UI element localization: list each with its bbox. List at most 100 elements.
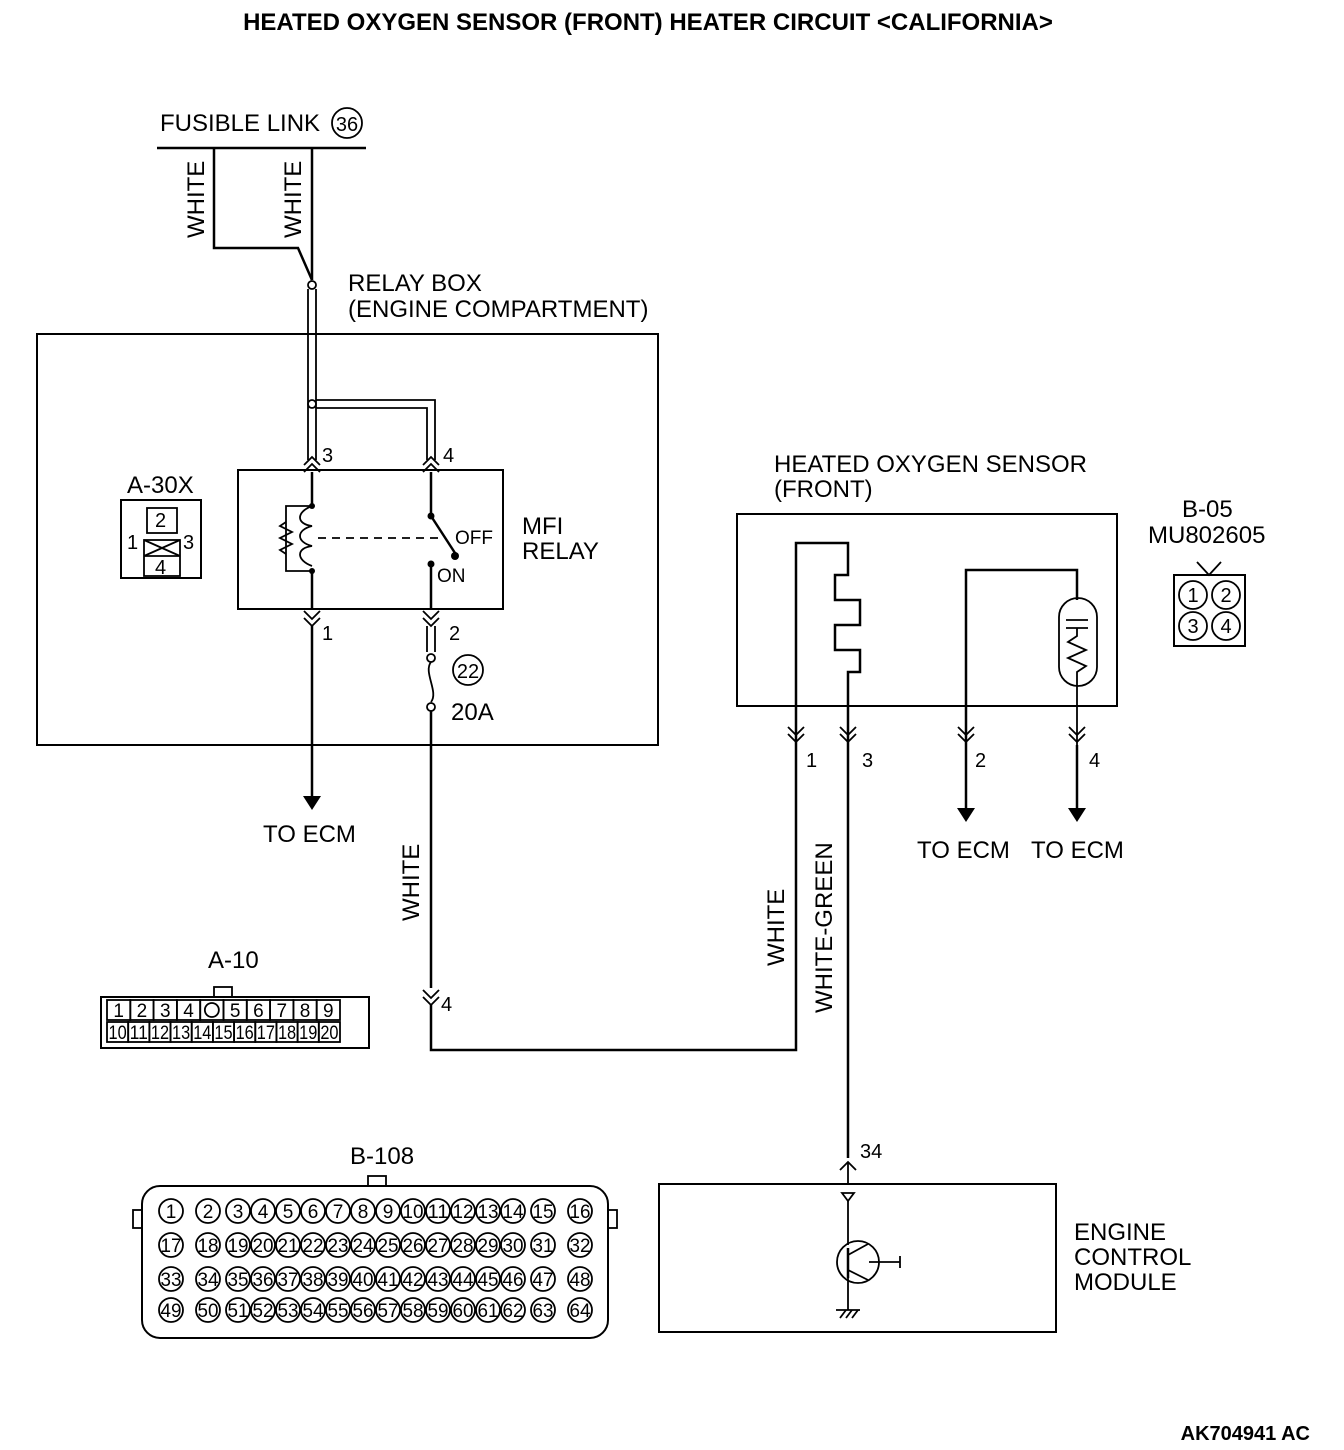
b108-pin-circle [450, 1232, 476, 1258]
b108-pin-label: 35 [228, 1270, 249, 1291]
arrow-to-ecm-left [303, 796, 321, 810]
b108-pin-label: 47 [533, 1270, 554, 1291]
b108-pin-circle [325, 1297, 351, 1323]
a10-pin-label: 11 [130, 1023, 148, 1044]
a10-pin-cell [317, 1021, 341, 1043]
a10-pin-label: 18 [278, 1023, 296, 1044]
diagram-title: HEATED OXYGEN SENSOR (FRONT) HEATER CIRC… [243, 9, 1053, 36]
relay-box-label-2: (ENGINE COMPARTMENT) [348, 296, 648, 323]
b108-pin-label: 54 [303, 1301, 324, 1322]
b108-pin-circle [375, 1198, 401, 1224]
b05-pin-circle-4 [1211, 611, 1241, 641]
b108-pin-circle [450, 1266, 476, 1292]
a30x-pin-1: 1 [127, 532, 138, 554]
b108-pin-label: 17 [161, 1236, 182, 1257]
a10-pin-label: 9 [323, 1001, 334, 1022]
sensor-element-resistor [1065, 628, 1089, 745]
coil-resistor-loop [285, 505, 312, 572]
wire-label-white-4: WHITE [763, 889, 790, 966]
sensor-pin1-mark [787, 726, 805, 744]
a10-pin-label: 15 [214, 1023, 232, 1044]
b108-pin-circle [225, 1297, 251, 1323]
b108-pin-circle [400, 1297, 426, 1323]
a30x-cross [143, 539, 181, 557]
relay-feed-double-wire [307, 289, 317, 460]
a30x-label: A-30X [127, 472, 194, 499]
a10-pin-cell [315, 999, 341, 1021]
switch-off-label: OFF [455, 528, 493, 549]
b108-pin-label: 42 [403, 1270, 424, 1291]
ecm-label-1: ENGINE [1074, 1219, 1166, 1246]
arrow-to-ecm-pin2 [957, 808, 975, 822]
a10-pin-label: 17 [257, 1023, 275, 1044]
b108-label: B-108 [350, 1143, 414, 1170]
b108-pin-label: 64 [570, 1301, 591, 1322]
fuse-terminal-top [426, 653, 436, 663]
fusible-link-number-circle [331, 107, 363, 139]
b05-pin-circle-2 [1211, 580, 1241, 610]
relay-feed-branch [316, 399, 436, 460]
figure-id: AK704941 AC [1181, 1423, 1310, 1445]
wire-label-white-1: WHITE [183, 161, 210, 238]
sensor-pin-3: 3 [862, 750, 873, 772]
sensor-pin2-mark [957, 726, 975, 744]
b108-pin-circle [567, 1297, 593, 1323]
b108-pin-circle [350, 1297, 376, 1323]
b108-pin-label: 25 [378, 1236, 399, 1257]
a10-pin-label: 14 [193, 1023, 212, 1044]
b108-pin-label: 6 [308, 1202, 319, 1223]
b108-pin-label: 7 [333, 1202, 344, 1223]
a10-pin-label: 8 [300, 1001, 311, 1022]
b108-pin-label: 53 [278, 1301, 299, 1322]
b05-connector [1173, 574, 1246, 647]
b108-pin-circle [225, 1198, 251, 1224]
b108-pin-label: 29 [478, 1236, 499, 1257]
b05-latch [1196, 561, 1222, 577]
relay-box [36, 333, 659, 746]
a10-pin-label: 3 [160, 1001, 171, 1022]
b108-pin-label: 31 [533, 1236, 554, 1257]
wire-label-white-2: WHITE [280, 161, 307, 238]
b108-pin-circle [275, 1198, 301, 1224]
pin2-connector-mark [422, 610, 440, 628]
a10-pin-label: 1 [113, 1001, 124, 1022]
b108-pin-circle [530, 1232, 556, 1258]
sensor-heater-element [794, 541, 862, 745]
fusible-link-label: FUSIBLE LINK [160, 110, 320, 137]
b108-pin-circle [400, 1198, 426, 1224]
b108-pin-circle [325, 1266, 351, 1292]
b108-pin-circle [500, 1232, 526, 1258]
mfi-relay-label-1: MFI [522, 513, 563, 540]
b108-pin-circle [500, 1266, 526, 1292]
b108-pin-circle [350, 1232, 376, 1258]
b108-connector [141, 1185, 609, 1339]
a10-pin-4: 4 [441, 994, 452, 1016]
fuse-number-circle [452, 654, 484, 686]
a10-pin-label: 5 [230, 1001, 241, 1022]
switch-on-label: ON [437, 566, 466, 587]
sensor-label-2: (FRONT) [774, 476, 873, 503]
b108-pin-label: 10 [403, 1202, 424, 1223]
a10-pin-label: 13 [172, 1023, 190, 1044]
a30x-pin-3: 3 [183, 532, 194, 554]
arrow-to-ecm-pin4 [1068, 808, 1086, 822]
b108-pin-circle [300, 1266, 326, 1292]
coil-resistor [277, 521, 295, 555]
fuse-rating: 20A [451, 699, 494, 726]
relay-pin-4: 4 [443, 445, 454, 467]
sensor-pin-2: 2 [975, 750, 986, 772]
sensor-pin3-mark [839, 726, 857, 744]
a10-pin-label: 2 [137, 1001, 148, 1022]
a30x-center-box [143, 539, 181, 577]
b108-pin-label: 50 [198, 1301, 219, 1322]
b05-label: B-05 [1182, 496, 1233, 523]
b108-pin-label: 41 [378, 1270, 399, 1291]
b108-pin-label: 3 [233, 1202, 244, 1223]
b108-pin-circle [300, 1297, 326, 1323]
to-ecm-label-1: TO ECM [263, 821, 356, 848]
b108-pin-label: 59 [428, 1301, 449, 1322]
fuse-terminal-bottom [426, 702, 436, 712]
b108-pin-circle [425, 1232, 451, 1258]
b108-pin-label: 23 [328, 1236, 349, 1257]
a30x-pin-2: 2 [155, 510, 166, 532]
